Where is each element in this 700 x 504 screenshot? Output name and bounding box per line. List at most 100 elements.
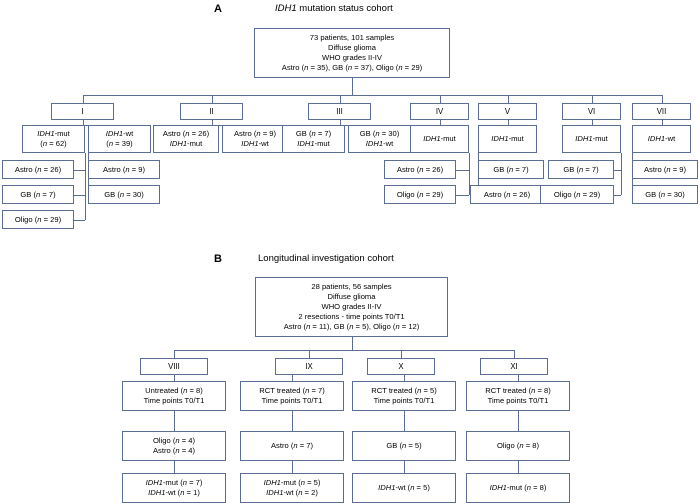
panel-a-level2-box-2-line-2: (n = 39)	[106, 139, 133, 148]
panel-b-col-stem-c-1	[174, 461, 175, 473]
panel-b-root-box-line-1: 28 patients, 56 samples	[311, 282, 392, 291]
panel-b-type-box-1: Oligo (n = 4)Astro (n = 4)	[122, 431, 226, 461]
panel-b-col-stem-a-3	[404, 375, 405, 381]
panel-a-leaf-box-13: GB (n = 30)	[632, 185, 698, 204]
panel-b-group-stem-2	[401, 350, 402, 358]
panel-a-stem-1	[508, 120, 509, 125]
panel-a-level2-box-9-line-1: IDH1-mut	[575, 134, 608, 143]
panel-a-level2-box-5: GB (n = 7)IDH1-mut	[282, 125, 345, 153]
panel-b-type-box-4-line-1: Oligo (n = 8)	[496, 441, 540, 450]
panel-a-group-box-I: I	[51, 103, 114, 120]
panel-b-treatment-box-3-line-2: Time points T0/T1	[373, 396, 435, 405]
panel-a-level2-box-8-line-1: IDH1-mut	[491, 134, 524, 143]
panel-a-leaf-box-1-line-1: Astro (n = 26)	[14, 164, 62, 174]
panel-b-treatment-box-3: RCT treated (n = 5)Time points T0/T1	[352, 381, 456, 411]
panel-b-group-stem-3	[514, 350, 515, 358]
panel-a-leaf-box-2-line-1: GB (n = 7)	[20, 189, 56, 199]
panel-a-level2-box-3: Astro (n = 26)IDH1-mut	[153, 125, 219, 153]
panel-b-idh-box-2-line-1: IDH1-mut (n = 5)	[263, 478, 321, 487]
panel-b-treatment-box-2-line-1: RCT treated (n = 7)	[259, 386, 325, 395]
panel-b-col-stem-a-1	[174, 375, 175, 381]
panel-a-level2-box-4-line-1: Astro (n = 9)	[233, 129, 277, 138]
panel-a-group-box-IV-line-1: IV	[435, 106, 444, 116]
panel-a-group-box-V: V	[478, 103, 537, 120]
panel-b-treatment-box-4-line-1: RCT treated (n = 8)	[485, 386, 551, 395]
panel-b-type-box-3: GB (n = 5)	[352, 431, 456, 461]
panel-a-stem-3	[662, 120, 663, 125]
panel-b-col-stem-a-2	[292, 375, 293, 381]
panel-b-idh-box-2-line-2: IDH1-wt (n = 2)	[266, 488, 318, 497]
panel-a-leaf-box-8-line-1: GB (n = 7)	[493, 164, 529, 174]
panel-a-group-box-IV: IV	[410, 103, 469, 120]
panel-a-fork-II-bus	[186, 125, 255, 126]
panel-a-group-box-II: II	[180, 103, 243, 120]
panel-a-leaf-box-10-line-1: GB (n = 7)	[563, 164, 599, 174]
panel-a-level2-box-4: Astro (n = 9)IDH1-wt	[222, 125, 288, 153]
panel-b-root-bus	[174, 350, 514, 351]
panel-a-group-stem-0	[83, 95, 84, 103]
panel-a-leaf-box-9-line-1: Astro (n = 26)	[483, 189, 531, 199]
panel-b-idh-box-1: IDH1-mut (n = 7)IDH1-wt (n = 1)	[122, 473, 226, 503]
panel-b-root-box-line-4: 2 resections - time points T0/T1	[298, 312, 405, 321]
panel-b-title: Longitudinal investigation cohort	[258, 253, 394, 264]
panel-a-group-stem-5	[592, 95, 593, 103]
panel-a-leaf-stub-3	[74, 220, 85, 221]
panel-a-leaf-spine-6-right	[469, 153, 470, 195]
panel-a-title: IDH1 mutation status cohort	[275, 3, 393, 14]
panel-b-type-box-3-line-1: GB (n = 5)	[386, 441, 422, 450]
panel-a-level2-box-10-line-1: IDH1-wt	[647, 134, 676, 143]
panel-a-leaf-stub-7	[456, 195, 469, 196]
panel-a-leaf-stub-10	[614, 170, 621, 171]
panel-a-leaf-box-3: Oligo (n = 29)	[2, 210, 74, 229]
panel-b-group-box-VIII-line-1: VIII	[168, 361, 180, 371]
panel-a-stem-0	[440, 120, 441, 125]
panel-a-level2-box-1-line-1: IDH1-mut	[37, 129, 70, 138]
panel-a-leaf-box-2: GB (n = 7)	[2, 185, 74, 204]
panel-b-type-box-2-line-1: Astro (n = 7)	[270, 441, 314, 450]
panel-a-leaf-box-1: Astro (n = 26)	[2, 160, 74, 179]
panel-b-group-box-X-line-1: X	[398, 361, 404, 371]
panel-a-leaf-spine-8-right	[621, 153, 622, 195]
panel-a-level2-box-3-line-1: Astro (n = 26)	[162, 129, 210, 138]
panel-a-leaf-stub-11	[614, 195, 621, 196]
panel-a-fork-III-stem	[340, 120, 341, 125]
panel-b-group-stem-0	[174, 350, 175, 358]
panel-a-level2-box-5-line-2: IDH1-mut	[297, 139, 330, 148]
panel-a-root-box-line-1: 73 patients, 101 samples	[309, 33, 395, 42]
panel-b-treatment-box-3-line-1: RCT treated (n = 5)	[371, 386, 437, 395]
panel-a-leaf-box-5-line-1: GB (n = 30)	[104, 189, 144, 199]
panel-a-group-box-VII-line-1: VII	[656, 106, 667, 116]
panel-a-leaf-box-11-line-1: Oligo (n = 29)	[553, 189, 601, 199]
panel-b-type-box-1-line-2: Astro (n = 4)	[152, 446, 196, 455]
panel-a-leaf-box-4: Astro (n = 9)	[88, 160, 160, 179]
panel-a-leaf-box-9: Astro (n = 26)	[470, 185, 544, 204]
panel-a-level2-box-6-line-1: GB (n = 30)	[359, 129, 400, 138]
panel-a-group-box-III-line-1: III	[336, 106, 343, 116]
panel-b-group-box-IX-line-1: IX	[305, 361, 313, 371]
panel-a-leaf-box-4-line-1: Astro (n = 9)	[102, 164, 146, 174]
panel-a-leaf-box-12-line-1: Astro (n = 9)	[643, 164, 687, 174]
panel-a-leaf-box-10: GB (n = 7)	[548, 160, 614, 179]
panel-b-col-stem-b-3	[404, 411, 405, 431]
panel-b-group-box-X: X	[367, 358, 435, 375]
panel-b-treatment-box-4-line-2: Time points T0/T1	[487, 396, 549, 405]
panel-a-root-box-line-4: Astro (n = 35), GB (n = 37), Oligo (n = …	[281, 63, 423, 72]
panel-a-level2-box-1: IDH1-mut(n = 62)	[22, 125, 85, 153]
panel-a-group-box-VI-line-1: VI	[587, 106, 596, 116]
panel-a-group-stem-2	[340, 95, 341, 103]
panel-b-col-stem-c-4	[518, 461, 519, 473]
panel-a-group-box-V-line-1: V	[504, 106, 511, 116]
panel-a-level2-box-7-line-1: IDH1-mut	[423, 134, 456, 143]
panel-a-leaf-spine-0-right	[85, 153, 86, 220]
panel-b-idh-box-1-line-1: IDH1-mut (n = 7)	[145, 478, 203, 487]
panel-b-root-box-line-2: Diffuse glioma	[327, 292, 376, 301]
panel-a-level2-box-7: IDH1-mut	[410, 125, 469, 153]
panel-a-leaf-stub-1	[74, 170, 85, 171]
panel-a-group-box-VII: VII	[632, 103, 691, 120]
panel-b-root-stem	[352, 337, 353, 350]
panel-a-level2-box-6-line-2: IDH1-wt	[365, 139, 394, 148]
panel-b-idh-box-3-line-1: IDH1-wt (n = 5)	[378, 483, 430, 492]
panel-b-type-box-1-line-1: Oligo (n = 4)	[152, 436, 196, 445]
panel-a-root-box-line-2: Diffuse glioma	[328, 43, 376, 52]
panel-a-group-stem-4	[508, 95, 509, 103]
